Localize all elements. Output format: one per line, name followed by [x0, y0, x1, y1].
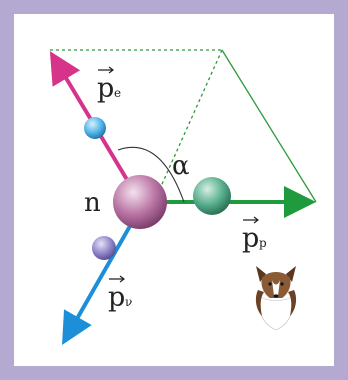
electron-momentum-sub: e: [114, 86, 121, 100]
label-electron-momentum: p e: [97, 67, 121, 104]
collie-dog-head-icon: [256, 266, 296, 330]
neutrino-momentum-base: p: [108, 282, 125, 313]
proton-momentum-sub: p: [259, 236, 267, 250]
proton-ball: [193, 177, 231, 215]
neutrino-ball: [92, 236, 116, 260]
neutron-label: n: [84, 188, 101, 218]
neutrino-momentum-arrow: [66, 212, 138, 338]
triangle-right-solid-edge: [222, 50, 316, 202]
electron-momentum-base: p: [97, 73, 114, 104]
neutron-ball: [113, 175, 167, 229]
angle-label: α: [172, 151, 190, 181]
neutrino-momentum-sub: ν: [125, 295, 132, 309]
label-neutrino-momentum: p ν: [108, 276, 132, 313]
label-proton-momentum: p p: [242, 217, 267, 254]
electron-ball: [84, 117, 106, 139]
proton-momentum-base: p: [242, 223, 259, 254]
